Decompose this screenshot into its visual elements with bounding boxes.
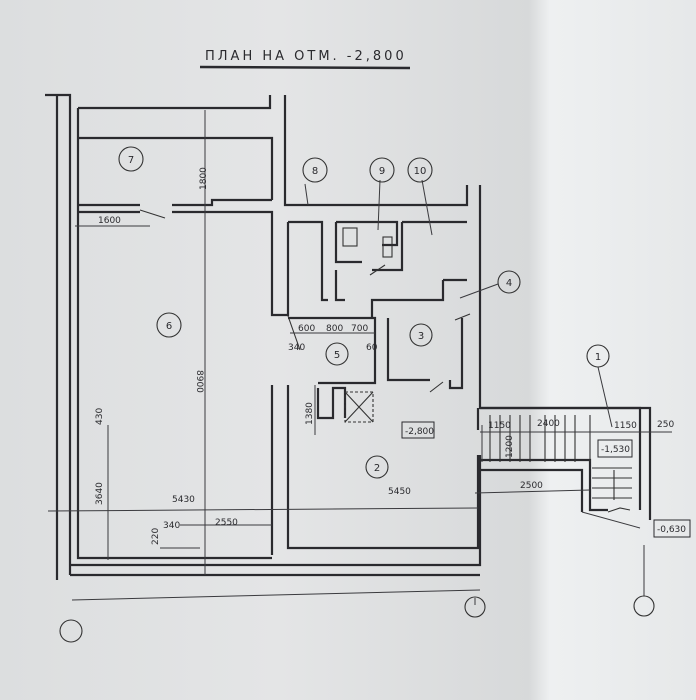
title-text: ПЛАН НА ОТМ. -2,800 <box>205 49 407 64</box>
elevation-stair-landing: -1,530 <box>601 445 630 455</box>
dim-700: 700 <box>351 324 368 334</box>
dim-2500: 2500 <box>520 481 543 491</box>
dim-1600: 1600 <box>98 216 121 226</box>
dimension-lines <box>47 110 672 605</box>
dim-2400: 2400 <box>537 419 560 429</box>
dim-430: 430 <box>95 408 105 425</box>
axis-circle-middle <box>464 596 486 618</box>
dim-1200: 1200 <box>505 435 515 458</box>
room-8-label: 8 <box>312 166 318 177</box>
elevation-marks: -2,800 -1,530 -0,630 <box>401 421 691 538</box>
axis-circle-right <box>633 595 655 617</box>
elevation-entrance: -0,630 <box>657 525 686 535</box>
room-10-label: 10 <box>414 166 427 177</box>
room-4-label: 4 <box>506 278 512 289</box>
elevation-room-2: -2,800 <box>405 427 434 437</box>
dim-3640: 3640 <box>95 482 105 505</box>
dim-600: 600 <box>298 324 315 334</box>
axis-circle-left <box>59 619 83 643</box>
dim-5450: 5450 <box>388 487 411 497</box>
room-2-label: 2 <box>374 463 380 474</box>
dim-220: 220 <box>151 528 161 545</box>
dim-1150: 1150 <box>488 421 511 431</box>
room-markers: 1 2 3 4 5 6 7 8 9 10 <box>118 146 610 479</box>
dimension-labels: 1800 1600 8900 430 3640 5430 5450 340 25… <box>95 167 674 545</box>
dim-60: 60 <box>366 343 378 353</box>
plan-title: ПЛАН НА ОТМ. -2,800 <box>199 49 411 70</box>
room-9-label: 9 <box>379 166 385 177</box>
walls <box>45 93 652 580</box>
axis-markers <box>59 595 655 643</box>
dim-8900: 8900 <box>194 370 204 393</box>
room-1-label: 1 <box>595 352 601 363</box>
room-6-label: 6 <box>166 321 172 332</box>
dim-5430: 5430 <box>172 495 195 505</box>
room-5-label: 5 <box>334 350 340 361</box>
dim-250: 250 <box>657 420 674 430</box>
room-3-label: 3 <box>418 331 424 342</box>
dim-340: 340 <box>163 521 180 531</box>
dim-1380: 1380 <box>305 402 315 425</box>
dim-2550: 2550 <box>215 518 238 528</box>
dim-340-b: 340 <box>288 343 305 353</box>
dim-1150-b: 1150 <box>614 421 637 431</box>
dim-1800: 1800 <box>199 167 209 190</box>
room-7-label: 7 <box>128 155 134 166</box>
dim-800: 800 <box>326 324 343 334</box>
